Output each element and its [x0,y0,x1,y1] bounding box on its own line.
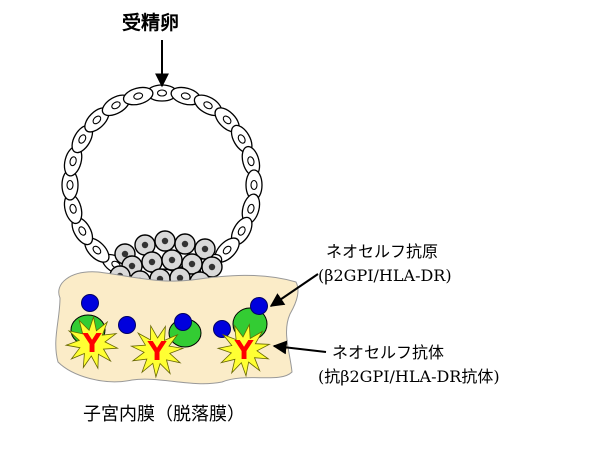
starburst-icon [216,323,271,378]
inner-mass-nucleus [121,250,129,258]
cell-nucleus [66,179,74,191]
cell-nucleus [222,245,232,255]
starburst-icon [64,315,119,370]
cell-nucleus [133,92,144,100]
cell-nucleus [92,245,102,255]
inner-mass-nucleus [176,274,184,282]
cell-nucleus [237,134,246,144]
neoself-antigen-dot [118,316,136,334]
cell-nucleus [247,156,255,167]
inner-mass-nucleus [141,241,149,249]
trophoblast-cell [122,86,154,106]
cell-nucleus [156,89,168,97]
inner-mass-nucleus [161,237,169,245]
neoself-antibody-label: ネオセルフ抗体 [332,343,445,362]
inner-mass-nucleus [148,258,156,266]
antibody-icon: Y [82,329,103,359]
cell-nucleus [111,101,121,110]
trophoblast-cell [170,86,202,106]
inner-mass-nucleus [168,256,176,264]
blastocyst [61,84,263,286]
antigen-antibody-complex: Y [118,313,202,379]
neoself-antigen-dot [250,297,268,315]
antigen-arrow-icon [269,273,319,307]
cell-nucleus [222,115,232,125]
cell-nucleus [78,134,87,144]
cell-nucleus [237,226,246,236]
neoself-antigen-label: ネオセルフ抗原 [326,242,439,261]
antigen-antibody-complex: Y [213,297,271,378]
inner-mass-nucleus [208,263,216,271]
cell-nucleus [203,101,213,110]
trophoblast-cell [61,169,79,201]
inner-mass-nucleus [128,262,136,270]
antigen-antibody-complex: Y [64,294,119,370]
neoself-antigen-detail-label: (β2GPI/HLA-DR) [318,266,452,285]
trophoblast-cell [245,169,263,201]
antibody-icon: Y [147,337,168,367]
cell-nucleus [250,179,258,191]
trophoblast-cell [84,107,110,133]
cell-nucleus [69,156,77,167]
antibody-icon: Y [234,336,255,366]
fertilized-egg-label: 受精卵 [122,12,180,34]
starburst-icon [129,324,185,379]
cell-nucleus [78,226,87,236]
neoself-antigen-dot [174,313,192,331]
neoself-antibody-detail-label: (抗β2GPI/HLA-DR抗体) [318,367,500,386]
arrows [155,40,327,355]
inner-mass-nucleus [201,245,209,253]
trophoblast-cell [214,237,240,263]
cell-nucleus [247,203,255,214]
inner-mass-nucleus [181,240,189,248]
cell-nucleus [92,115,102,125]
antibody-arrow-icon [272,340,327,355]
inner-mass-nucleus [188,260,196,268]
neoself-antigen-dot [213,320,231,338]
neoself-antigen-dot [81,294,99,312]
cell-nucleus [180,92,191,100]
endometrium-label: 子宮内膜（脱落膜） [83,404,245,425]
trophoblast-cell [63,145,83,177]
cell-nucleus [69,203,77,214]
